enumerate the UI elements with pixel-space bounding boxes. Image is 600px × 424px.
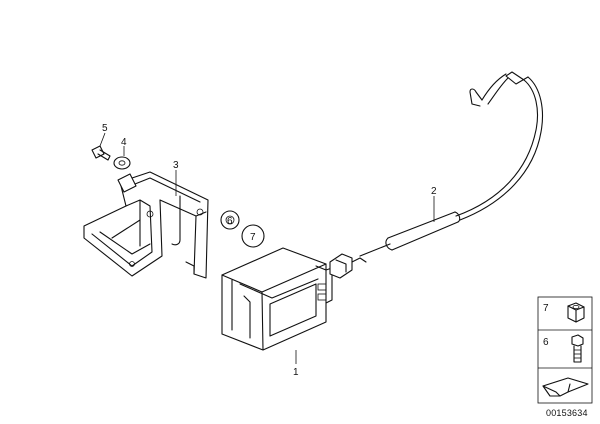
callout-2: 2 bbox=[431, 186, 437, 197]
hex-nut-icon[interactable] bbox=[567, 302, 585, 323]
washer-callout-7-icon[interactable] bbox=[241, 224, 265, 248]
wiring-harness-icon[interactable] bbox=[329, 71, 544, 279]
bracket-plate-icon[interactable] bbox=[542, 377, 589, 397]
legend-item-6-label: 6 bbox=[543, 337, 549, 348]
legend-item-7-label: 7 bbox=[543, 303, 549, 314]
washer-icon[interactable] bbox=[113, 156, 131, 170]
callout-1: 1 bbox=[293, 367, 299, 378]
callout-6: 6 bbox=[227, 216, 233, 227]
mounting-bracket-icon[interactable] bbox=[83, 171, 209, 279]
document-number: 00153634 bbox=[546, 408, 588, 418]
parts-legend: 7 6 bbox=[537, 296, 593, 404]
hex-bolt-icon[interactable] bbox=[571, 334, 584, 363]
screw-icon[interactable] bbox=[91, 145, 111, 161]
nut-callout-6-icon[interactable] bbox=[220, 210, 240, 230]
callout-3: 3 bbox=[173, 160, 179, 171]
callout-5: 5 bbox=[102, 123, 108, 134]
callout-4: 4 bbox=[121, 137, 127, 148]
control-unit-icon[interactable] bbox=[221, 247, 333, 351]
callout-7: 7 bbox=[250, 232, 256, 243]
leader-lines bbox=[99, 132, 435, 364]
